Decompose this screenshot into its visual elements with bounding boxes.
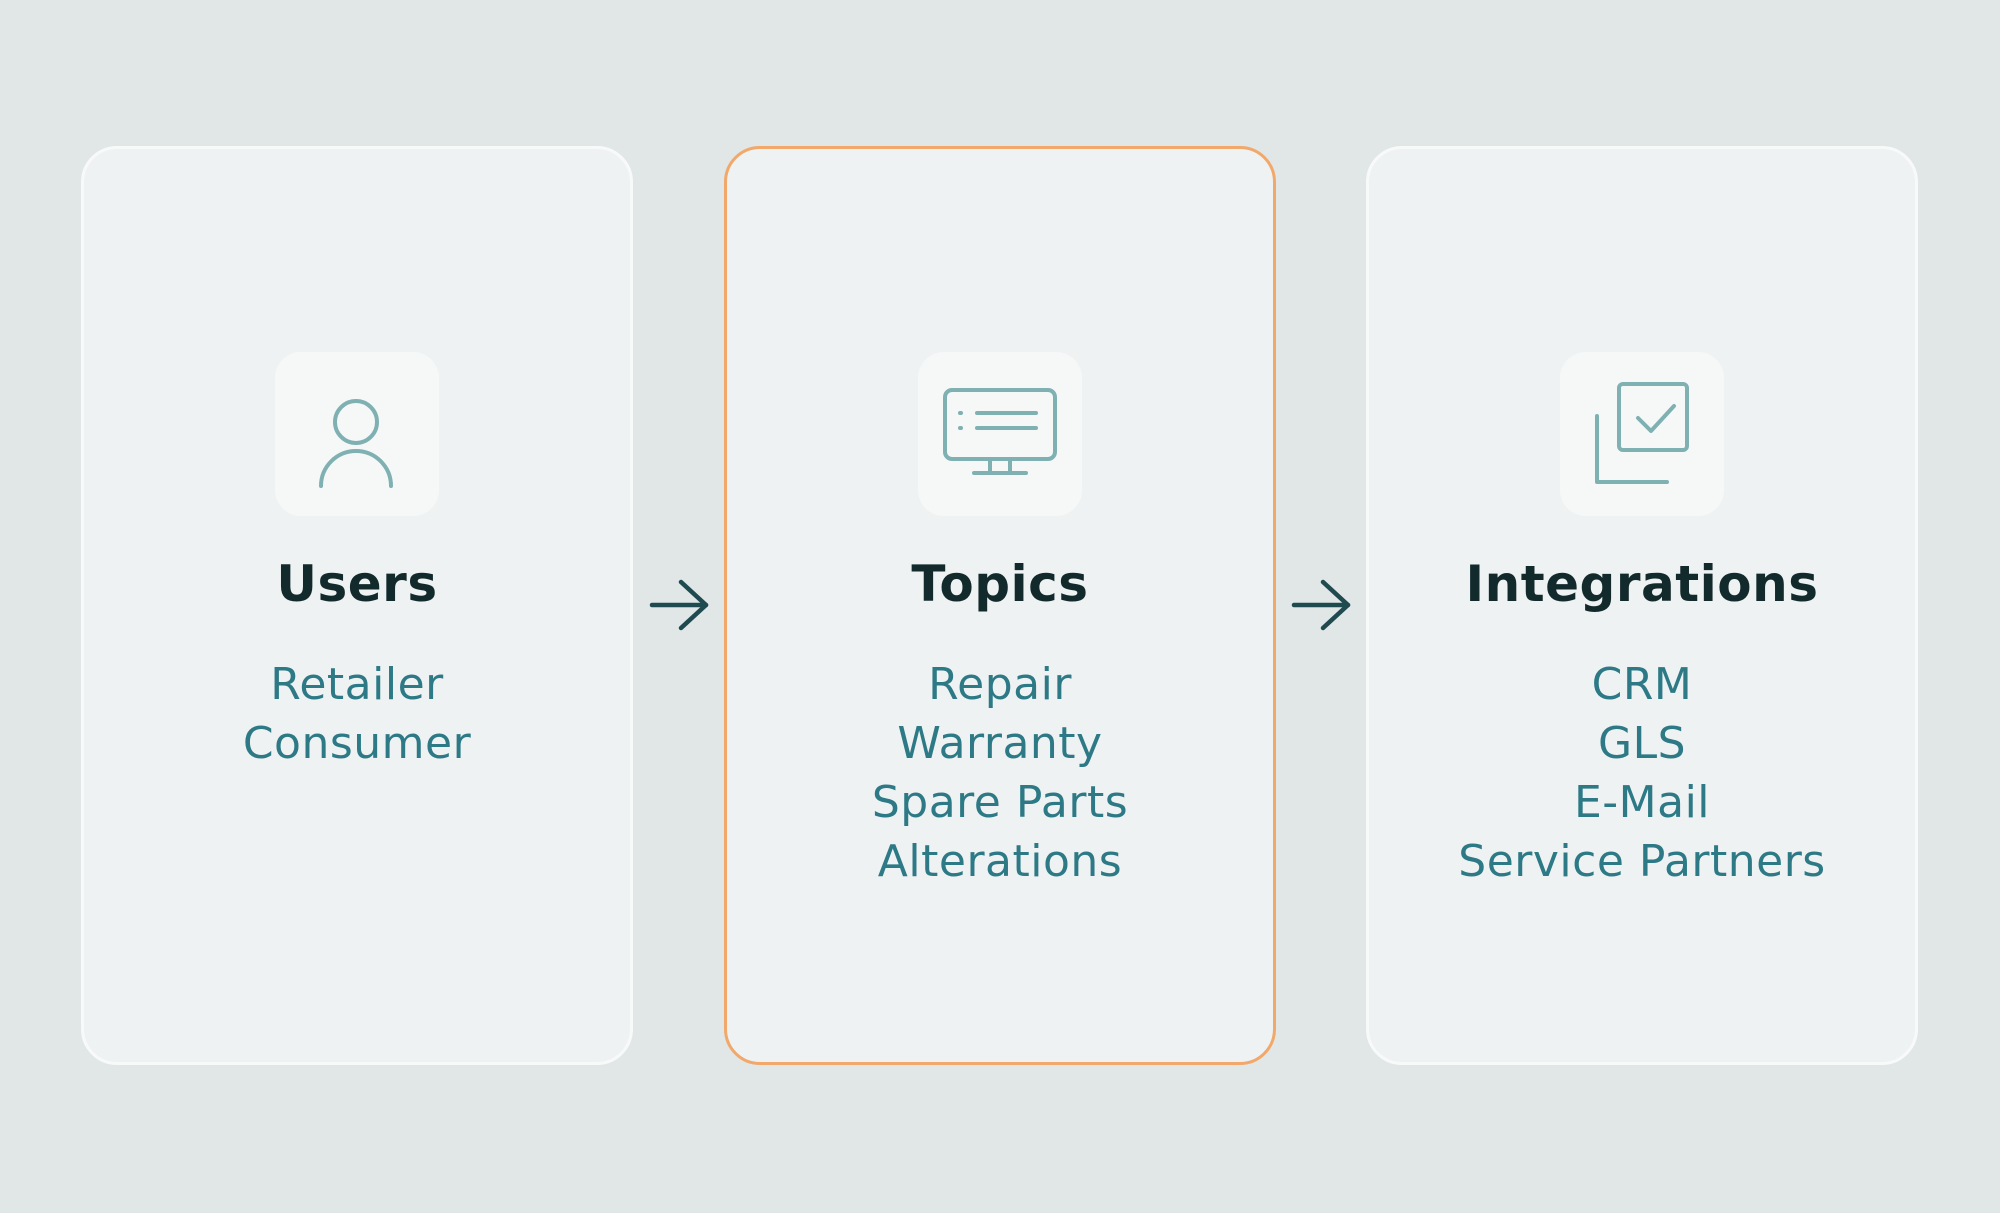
topics-list: Repair Warranty Spare Parts Alterations xyxy=(727,655,1273,891)
users-icon-box xyxy=(275,352,439,516)
integrations-list: CRM GLS E-Mail Service Partners xyxy=(1369,655,1915,891)
integrations-title: Integrations xyxy=(1465,555,1819,613)
topics-card: Topics Repair Warranty Spare Parts Alter… xyxy=(724,146,1276,1065)
list-item: Warranty xyxy=(897,718,1103,769)
list-item: Spare Parts xyxy=(871,777,1129,828)
list-item: E-Mail xyxy=(1573,777,1711,828)
integrations-card: Integrations CRM GLS E-Mail Service Part… xyxy=(1366,146,1918,1065)
list-item: GLS xyxy=(1597,718,1687,769)
topics-title: Topics xyxy=(911,555,1089,613)
list-item: Repair xyxy=(928,659,1072,710)
list-item: CRM xyxy=(1591,659,1693,710)
list-item: Retailer xyxy=(270,659,444,710)
users-card: Users Retailer Consumer xyxy=(81,146,633,1065)
topics-icon-box xyxy=(918,352,1082,516)
users-title: Users xyxy=(276,555,438,613)
arrow-right-icon xyxy=(649,579,709,631)
list-item: Service Partners xyxy=(1458,836,1826,887)
integrations-icon-box xyxy=(1560,352,1724,516)
checked-window-icon xyxy=(1595,382,1689,484)
users-list: Retailer Consumer xyxy=(84,655,630,773)
list-item: Alterations xyxy=(877,836,1123,887)
arrow-right-icon xyxy=(1291,579,1351,631)
monitor-list-icon xyxy=(943,388,1057,475)
user-icon xyxy=(319,399,393,488)
list-item: Consumer xyxy=(242,718,472,769)
